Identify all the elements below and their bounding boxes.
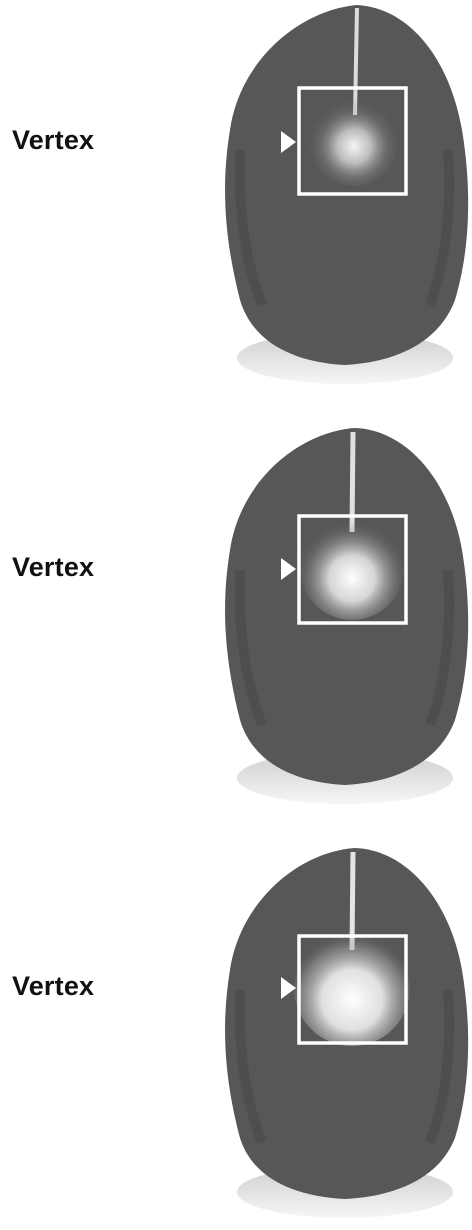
vertex-diagram-stage-3: Vertex <box>0 820 472 1230</box>
thinning-area <box>294 930 410 1046</box>
vertex-label: Vertex <box>12 127 94 154</box>
vertex-diagram-stage-2: Vertex <box>0 410 472 820</box>
head-illustration-stage-1 <box>0 0 472 410</box>
head-illustration-stage-2 <box>0 410 472 820</box>
head-illustration-stage-3 <box>0 820 472 1230</box>
vertex-label: Vertex <box>12 973 94 1000</box>
vertex-diagram-stage-1: Vertex <box>0 0 472 410</box>
vertex-label: Vertex <box>12 554 94 581</box>
thinning-area <box>300 516 404 620</box>
thinning-area <box>310 98 398 186</box>
